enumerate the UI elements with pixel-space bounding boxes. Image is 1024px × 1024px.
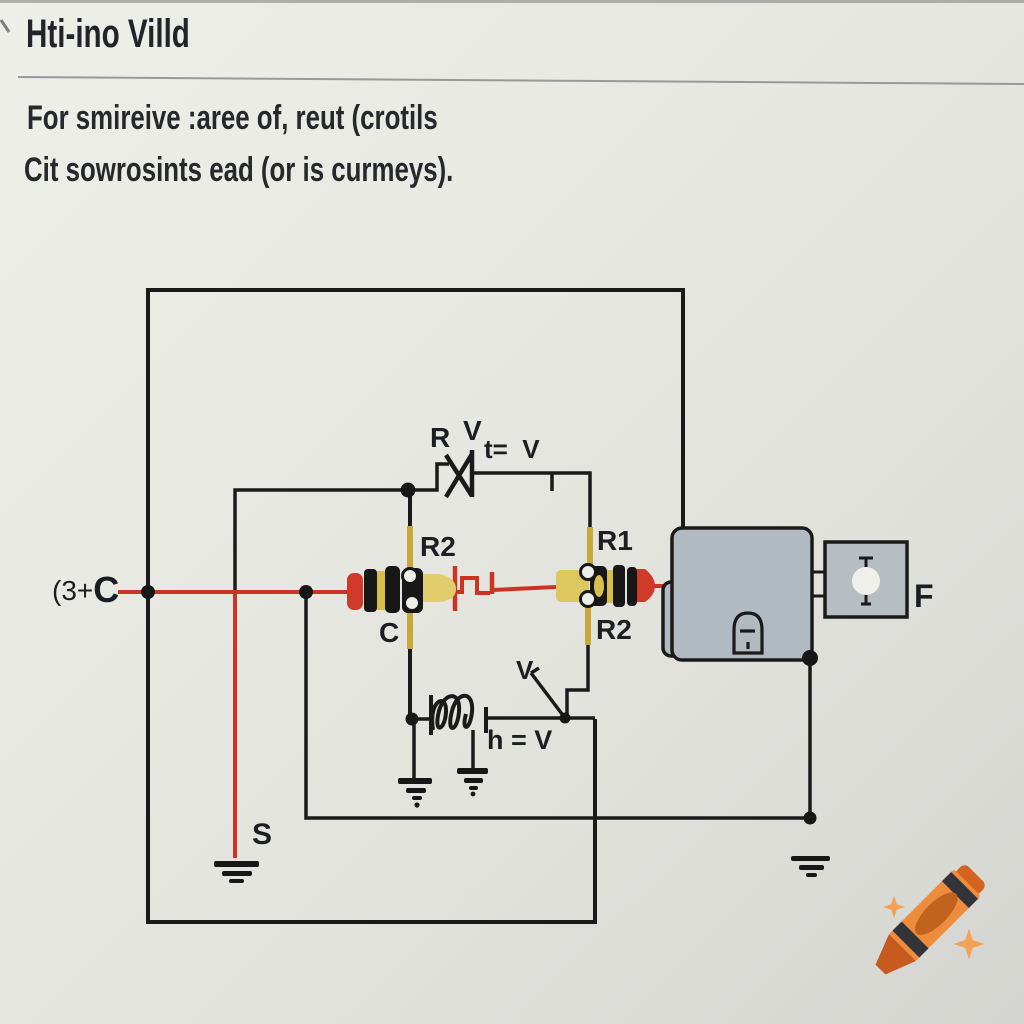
terminal-hole <box>852 567 880 595</box>
ic-box <box>661 526 814 662</box>
inductor-coil <box>430 693 475 731</box>
resistor-gap <box>377 571 385 610</box>
junction-dots <box>141 482 818 825</box>
caption-line-2: Cit sowrosints ead (or is curmeys). <box>24 151 454 189</box>
sparkle-icon <box>953 928 985 960</box>
ground-symbol-inductor-left <box>398 778 432 808</box>
stray-tick-mark <box>0 19 11 33</box>
source-ground-label: S <box>252 818 273 851</box>
diode-label-r: R <box>430 422 451 453</box>
photo-top-edge <box>0 0 1024 3</box>
caption-line-1: For smireive :aree of, reut (crotils <box>27 99 438 137</box>
right-resistor-bottom-label: R2 <box>596 614 632 645</box>
resistor-body <box>420 574 456 602</box>
pulse-trace <box>455 576 490 595</box>
crayon-logo <box>875 865 985 975</box>
transistor-arrow <box>529 666 567 720</box>
outer-loop-wire <box>146 288 685 924</box>
left-riser-wire <box>233 488 408 592</box>
right-band-resistor <box>556 565 655 607</box>
resistor-band <box>364 569 377 612</box>
transistor-label-v: V <box>516 655 534 685</box>
resistor-band <box>613 565 625 607</box>
crayon-endcap <box>955 865 985 895</box>
right-resistor-top-label: R1 <box>597 525 633 556</box>
circuit-wires <box>146 288 826 924</box>
inductor-equation-label: h = V <box>487 725 553 755</box>
red-wire-mid <box>491 585 557 592</box>
connector-label-f: F <box>914 578 934 614</box>
input-node-main: C <box>93 569 120 610</box>
sparkle-icon <box>882 895 906 919</box>
inner-bottom-wire <box>304 592 810 820</box>
resistor-band <box>385 566 400 613</box>
ground-symbol-inductor-right <box>457 768 488 797</box>
resistor-red-cap <box>347 573 363 610</box>
ground-symbols <box>214 768 830 883</box>
crayon-tip <box>875 934 916 975</box>
left-resistor-bottom-label: C <box>379 617 400 648</box>
crayon-oval <box>915 892 958 935</box>
diode-out-wire <box>473 471 592 528</box>
diode-feed-wire <box>408 462 449 492</box>
diode-equation-label: t= V <box>484 434 540 464</box>
crayon-band <box>892 921 929 958</box>
lock-icon <box>732 611 764 655</box>
terminal-pin-marks <box>859 556 873 606</box>
diode <box>444 450 475 499</box>
left-resistor-top-label: R2 <box>420 531 456 562</box>
resistor-red-cap <box>637 569 655 602</box>
input-node-label: (3+C <box>52 572 119 608</box>
terminal-circles <box>401 563 597 612</box>
input-node-prefix: (3+ <box>52 575 94 606</box>
terminal-box <box>823 540 909 619</box>
ic-box-body <box>670 526 814 662</box>
resistor-gap <box>607 570 613 603</box>
resistor-band-hole <box>594 575 604 597</box>
resistor-band <box>627 567 637 606</box>
page-title: Hti-ino Villd <box>26 12 190 56</box>
ground-symbol-s <box>214 861 259 883</box>
ground-symbol-right <box>791 856 830 877</box>
crayon-band <box>941 871 979 909</box>
transistor-step-wire <box>565 644 590 718</box>
header-divider <box>17 76 1024 85</box>
diode-label-v: V <box>463 415 482 446</box>
